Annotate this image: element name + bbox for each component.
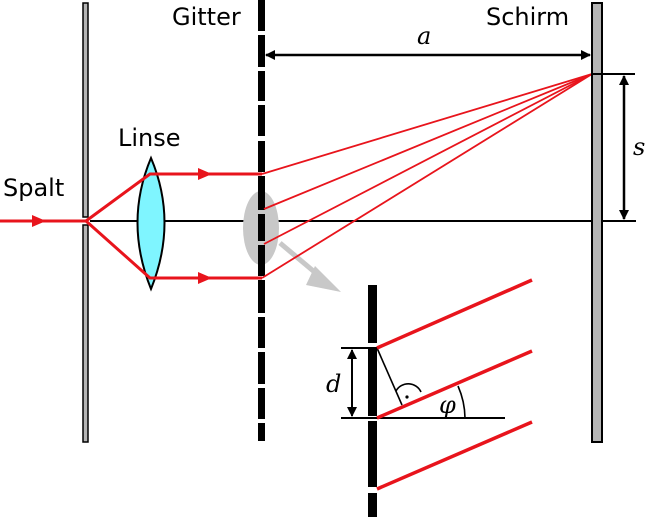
label-d: d bbox=[326, 370, 341, 398]
slit-plate bbox=[82, 2, 89, 443]
label-screen: Schirm bbox=[486, 3, 569, 31]
label-a: a bbox=[417, 22, 431, 50]
label-grating: Gitter bbox=[172, 3, 241, 31]
inset-d-dimension bbox=[341, 347, 505, 419]
grating bbox=[258, 0, 265, 441]
screen bbox=[591, 2, 603, 443]
label-lens: Linse bbox=[118, 124, 181, 152]
magnifier-arrow-icon bbox=[278, 241, 341, 292]
inset-rays bbox=[376, 278, 533, 491]
lens bbox=[136, 155, 166, 292]
inset-grating bbox=[368, 285, 377, 517]
incoming-ray bbox=[0, 215, 86, 227]
label-slit: Spalt bbox=[3, 174, 64, 202]
perpendicular-line bbox=[376, 347, 403, 406]
diffracted-rays bbox=[261, 73, 593, 279]
angle-phi-arc bbox=[457, 385, 466, 419]
right-angle-dot bbox=[405, 395, 409, 399]
label-s: s bbox=[633, 133, 645, 161]
label-phi: φ bbox=[439, 391, 456, 419]
upper-beam bbox=[85, 168, 262, 223]
lower-beam bbox=[85, 219, 262, 284]
right-angle-arc bbox=[395, 382, 422, 393]
